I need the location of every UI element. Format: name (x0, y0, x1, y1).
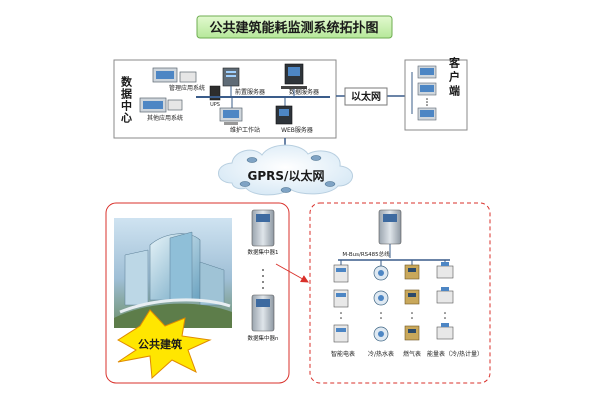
ethernet-box: 以太网 (344, 87, 388, 106)
building-photo (114, 218, 232, 328)
public-building-panel: 数据集中器1 数据集中器n 公共建筑 (105, 202, 290, 384)
vertical-ellipsis (262, 269, 264, 289)
heat-meter-icon (436, 262, 454, 340)
bus-master-icon (378, 209, 402, 245)
public-building-label: 公共建筑 (138, 337, 182, 351)
building-meters-arrow (275, 263, 309, 283)
web-server-icon (275, 105, 293, 125)
gas-meter-icon (404, 264, 420, 341)
heat-meter-label: 能量表（冷/热计量） (427, 350, 483, 358)
other-system-label: 其他应用系统 (147, 114, 183, 122)
bus-label: M-Bus/RS485总线 (342, 250, 390, 258)
collector-1-label: 数据集中器1 (248, 248, 279, 256)
collector-n-label: 数据集中器n (248, 334, 280, 342)
electric-meter-icon (333, 264, 349, 343)
maintenance-station-icon (219, 107, 243, 125)
network-cloud-label: GPRS/以太网 (248, 168, 325, 183)
electric-meter-label: 智能电表 (331, 350, 355, 358)
diagram-title: 公共建筑能耗监测系统拓扑图 (196, 15, 393, 39)
client-label: 客户端 (448, 56, 462, 99)
collector-1-icon (251, 209, 275, 247)
data-center-panel: 数据中心 管理应用系统 UPS 其他应用系统 前置服务器 (113, 59, 337, 139)
database-server-label: 数据服务器 (289, 88, 319, 96)
ups-icon (209, 85, 221, 101)
management-system-label: 管理应用系统 (169, 84, 205, 92)
pre-server-icon (222, 67, 240, 87)
web-server-label: WEB服务器 (281, 126, 313, 134)
data-center-label: 数据中心 (120, 75, 133, 124)
ups-label: UPS (210, 102, 220, 108)
ethernet-label: 以太网 (351, 90, 381, 103)
management-system-icon (152, 67, 197, 83)
title-text: 公共建筑能耗监测系统拓扑图 (209, 20, 378, 36)
gas-meter-label: 燃气表 (403, 350, 421, 358)
pre-server-label: 前置服务器 (235, 88, 265, 96)
database-server-icon (281, 63, 307, 89)
water-meter-label: 冷/热水表 (368, 350, 394, 358)
client-panel: 客户端 (404, 56, 468, 131)
client-pc-icon (417, 65, 437, 121)
vertical-ellipsis (340, 312, 446, 319)
collector-n-icon (251, 294, 275, 332)
network-cloud: GPRS/以太网 (218, 144, 353, 196)
maintenance-station-label: 维护工作站 (230, 126, 260, 134)
public-building-badge: 公共建筑 (117, 309, 212, 380)
meters-panel: M-Bus/RS485总线 (309, 202, 491, 384)
router-icon (239, 155, 336, 193)
water-meter-icon (373, 265, 389, 342)
other-system-icon (139, 97, 183, 113)
